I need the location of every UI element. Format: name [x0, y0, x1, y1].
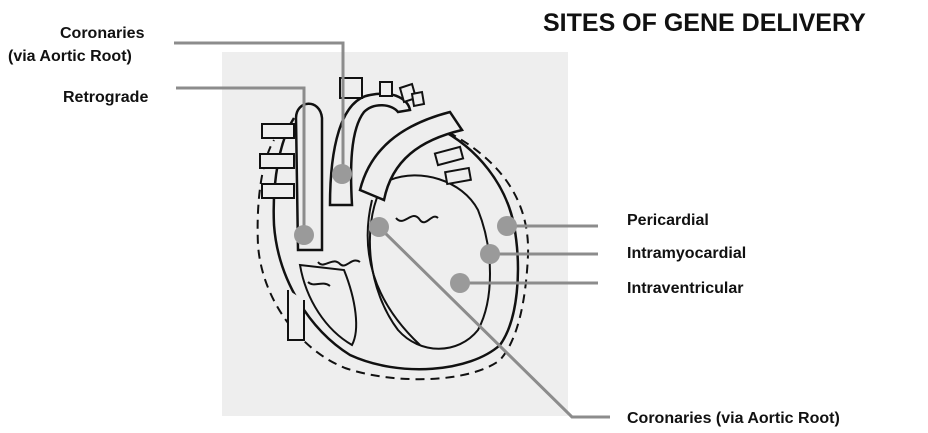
label-coronaries-bottom: Coronaries (via Aortic Root) [627, 409, 840, 428]
label-pericardial: Pericardial [627, 211, 709, 230]
marker-intraventricular [450, 273, 470, 293]
marker-intramyocardial [480, 244, 500, 264]
pulmonary-vein-l1 [262, 124, 294, 138]
label-coronaries-top-line2: (via Aortic Root) [8, 47, 132, 66]
marker-coronaries-bottom [369, 217, 389, 237]
label-retrograde: Retrograde [63, 88, 148, 107]
marker-retrograde [294, 225, 314, 245]
marker-pericardial [497, 216, 517, 236]
aortic-branch-2 [380, 82, 392, 96]
label-intraventricular: Intraventricular [627, 279, 743, 298]
diagram-title: SITES OF GENE DELIVERY [543, 8, 866, 38]
label-intramyocardial: Intramyocardial [627, 244, 746, 263]
marker-coronaries-top [332, 164, 352, 184]
label-coronaries-top-line1: Coronaries [60, 24, 144, 43]
pulmonary-vein-l3 [262, 184, 294, 198]
pulmonary-vein-l2 [260, 154, 294, 168]
aortic-branch-4 [412, 92, 424, 106]
